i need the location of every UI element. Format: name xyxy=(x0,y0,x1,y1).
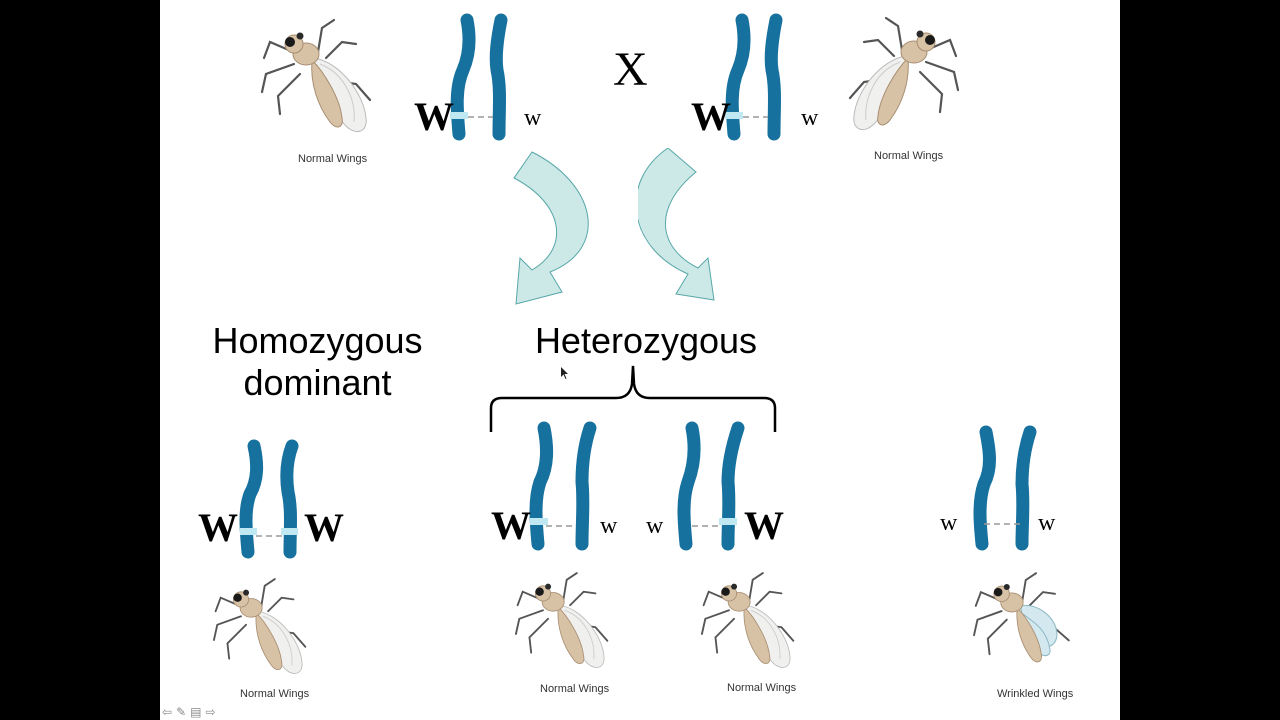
allele-parent-left-dominant: W xyxy=(414,94,454,139)
arrow-right-down-icon xyxy=(638,148,715,301)
caption-child-3: Normal Wings xyxy=(727,682,797,694)
fly-parent-left-icon xyxy=(260,18,372,133)
label-homozygous-dominant: Homozygous dominant xyxy=(200,320,435,404)
label-homozygous-line2: dominant xyxy=(243,362,392,403)
chromosome-pair-child-3 xyxy=(677,421,745,551)
chromosome-pair-child-2 xyxy=(529,421,597,551)
arrow-left-down-icon xyxy=(513,151,589,305)
allele-parent-right-recessive: w xyxy=(801,105,819,131)
fly-child-3-icon xyxy=(700,572,795,668)
slide: Normal Wings W w X W w Normal Wings xyxy=(160,0,1120,720)
label-heterozygous: Heterozygous xyxy=(534,320,758,361)
arrow-right-icon[interactable]: ⇨ xyxy=(205,705,216,719)
arrow-left-icon[interactable]: ⇦ xyxy=(162,705,173,719)
caption-parent-right: Normal Wings xyxy=(874,150,944,162)
allele-child-4-left: w xyxy=(940,510,958,536)
fly-child-1-icon xyxy=(212,578,307,674)
allele-child-2-dominant: W xyxy=(491,503,531,548)
fly-parent-right-icon xyxy=(848,16,960,131)
allele-parent-right-dominant: W xyxy=(691,94,731,139)
allele-child-1-right: W xyxy=(304,505,344,550)
chromosome-pair-child-4 xyxy=(973,425,1037,551)
cross-symbol: X xyxy=(613,43,648,96)
heterozygous-brace xyxy=(489,365,777,432)
allele-child-3-dominant: W xyxy=(744,503,784,548)
caption-child-4: Wrinkled Wings xyxy=(997,688,1074,700)
allele-child-3-recessive: w xyxy=(646,513,664,539)
allele-child-2-recessive: w xyxy=(600,513,618,539)
allele-child-1-left: W xyxy=(198,505,238,550)
chromosome-pair-parent-left xyxy=(450,13,508,141)
pencil-icon[interactable]: ✎ xyxy=(176,705,187,719)
allele-parent-left-recessive: w xyxy=(524,105,542,131)
fly-child-4-wrinkled-icon xyxy=(973,572,1070,663)
allele-child-4-right: w xyxy=(1038,510,1056,536)
chromosome-pair-child-1 xyxy=(239,439,299,559)
label-homozygous-line1: Homozygous xyxy=(212,320,423,361)
caption-parent-left: Normal Wings xyxy=(298,153,368,165)
fly-child-2-icon xyxy=(514,572,609,668)
caption-child-2: Normal Wings xyxy=(540,683,610,695)
menu-icon[interactable]: ▤ xyxy=(190,705,202,719)
caption-child-1: Normal Wings xyxy=(240,688,310,700)
presentation-nav: ⇦ ✎ ▤ ⇨ xyxy=(162,704,216,720)
chromosome-pair-parent-right xyxy=(725,13,783,141)
mouse-cursor-icon xyxy=(561,367,568,379)
